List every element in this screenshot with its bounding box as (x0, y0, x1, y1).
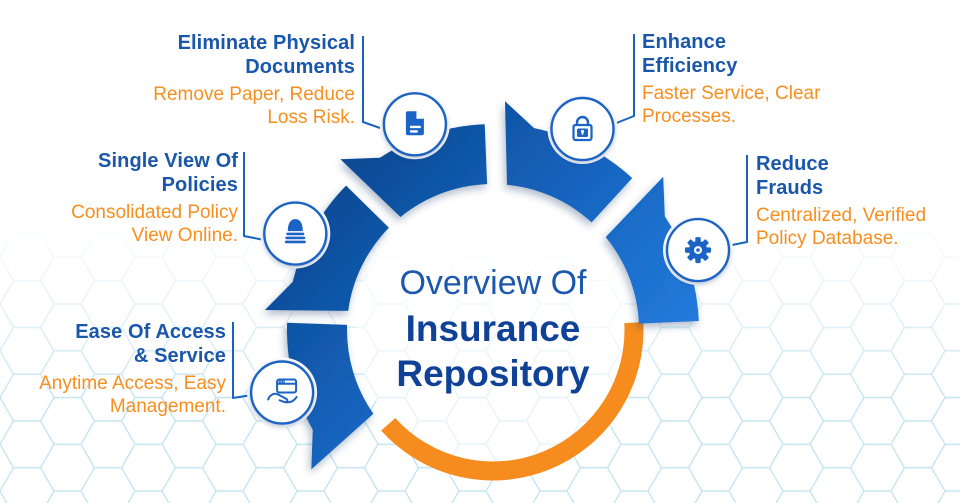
lock-open-icon (572, 115, 593, 142)
feature-ease-of-access-service: Ease Of Access & Service Anytime Access,… (0, 320, 226, 418)
icon-node-ease-of-access-service (247, 357, 318, 428)
connector-line-ease-of-access-service (232, 322, 253, 399)
title-line-2: Insurance (405, 308, 581, 349)
connector-line-single-view-of-policies (243, 152, 265, 241)
document-icon (405, 111, 424, 136)
feature-subtitle: Anytime Access, Easy Management. (39, 373, 226, 417)
feature-subtitle: Centralized, Verified Policy Database. (756, 205, 927, 249)
stack-icon (284, 219, 306, 244)
ring-segment-enhance-efficiency (505, 101, 633, 223)
icon-node-single-view-of-policies (260, 198, 331, 269)
icon-node-eliminate-physical-documents (379, 89, 450, 160)
feature-subtitle: Remove Paper, Reduce Loss Risk. (153, 84, 355, 128)
title-line-3: Repository (396, 353, 590, 394)
orange-arc (381, 322, 644, 481)
ring-segment-reduce-frauds (605, 176, 699, 324)
hand-window-icon (267, 378, 298, 404)
feature-subtitle: Consolidated Policy View Online. (71, 202, 238, 246)
feature-single-view-of-policies: Single View Of Policies Consolidated Pol… (0, 149, 238, 247)
icon-node-reduce-frauds (663, 215, 733, 286)
feature-title: Enhance Efficiency (642, 31, 738, 77)
feature-reduce-frauds: Reduce Frauds Centralized, Verified Poli… (756, 152, 960, 250)
diagram-title: Overview Of Insurance Repository (293, 260, 693, 396)
connector-line-enhance-efficiency (613, 34, 635, 125)
center-circle (356, 193, 630, 467)
connector-line-reduce-frauds (726, 155, 748, 247)
feature-subtitle: Faster Service, Clear Processes. (642, 83, 821, 127)
ring-segment-eliminate-physical-documents (340, 124, 488, 217)
icon-node-enhance-efficiency (547, 94, 618, 164)
feature-title: Ease Of Access & Service (75, 321, 226, 367)
feature-title: Reduce Frauds (756, 153, 829, 199)
feature-enhance-efficiency: Enhance Efficiency Faster Service, Clear… (642, 30, 892, 128)
title-line-1: Overview Of (399, 264, 587, 302)
ring-segment-ease-of-access-service (286, 322, 374, 470)
feature-title: Single View Of Policies (98, 150, 238, 196)
feature-title: Eliminate Physical Documents (177, 32, 355, 78)
feature-eliminate-physical-documents: Eliminate Physical Documents Remove Pape… (105, 31, 355, 129)
gear-icon (685, 237, 711, 264)
connector-line-eliminate-physical-documents (362, 36, 381, 129)
